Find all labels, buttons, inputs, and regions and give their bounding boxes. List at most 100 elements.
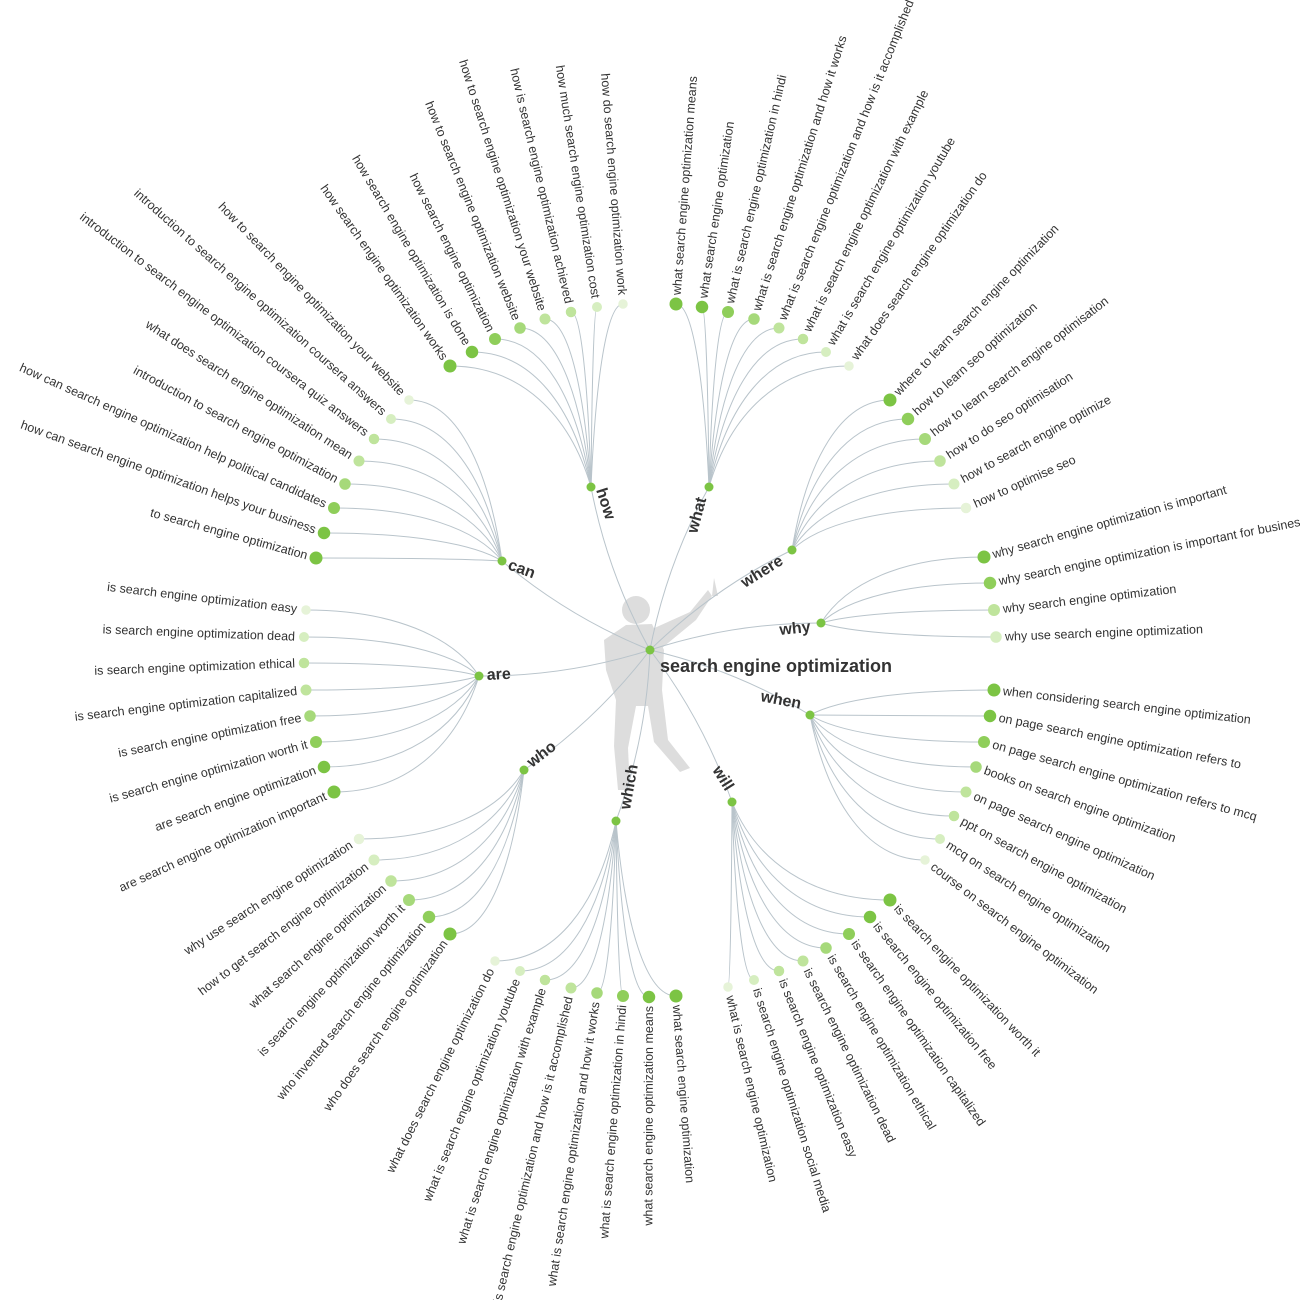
leaf-label[interactable]: why search engine optimization is import… <box>996 514 1300 589</box>
leaf-dot[interactable] <box>539 313 551 325</box>
leaf-dot[interactable] <box>515 966 525 976</box>
leaf-dot[interactable] <box>797 955 809 967</box>
leaf-dot[interactable] <box>465 345 479 359</box>
leaf-label[interactable]: is search engine optimization easy <box>106 580 298 616</box>
leaf-label[interactable]: what is search engine optimization in hi… <box>597 1004 629 1240</box>
leaf-dot[interactable] <box>990 631 1002 643</box>
leaf-dot[interactable] <box>820 942 832 954</box>
leaf-dot[interactable] <box>960 786 972 798</box>
leaf-dot[interactable] <box>749 975 759 985</box>
leaf-dot[interactable] <box>317 526 331 540</box>
leaf-label[interactable]: what search engine optimization means <box>641 1006 656 1227</box>
leaf-dot[interactable] <box>748 313 760 325</box>
leaf-dot[interactable] <box>844 361 854 371</box>
leaf-dot[interactable] <box>317 760 331 774</box>
leaf-dot[interactable] <box>934 455 946 467</box>
leaf-dot[interactable] <box>863 910 877 924</box>
leaf-dot[interactable] <box>642 990 656 1004</box>
leaf-label[interactable]: what is search engine optimization in hi… <box>723 73 790 305</box>
leaf-dot[interactable] <box>514 322 526 334</box>
leaf-dot[interactable] <box>901 412 915 426</box>
hub-dot[interactable] <box>704 482 714 492</box>
leaf-label[interactable]: how do search engine optimization work <box>598 73 629 297</box>
leaf-dot[interactable] <box>490 956 500 966</box>
hub-dot[interactable] <box>497 556 507 566</box>
leaf-dot[interactable] <box>797 333 809 345</box>
leaf-dot[interactable] <box>773 965 785 977</box>
leaf-dot[interactable] <box>404 395 414 405</box>
leaf-dot[interactable] <box>983 576 997 590</box>
leaf-dot[interactable] <box>309 551 323 565</box>
leaf-dot[interactable] <box>368 854 380 866</box>
leaf-label[interactable]: how to search engine optimization your w… <box>215 200 407 399</box>
leaf-label[interactable]: what search engine optimization means <box>670 76 700 297</box>
leaf-dot[interactable] <box>422 910 436 924</box>
leaf-dot[interactable] <box>368 433 380 445</box>
leaf-dot[interactable] <box>489 333 501 345</box>
leaf-dot[interactable] <box>821 347 831 357</box>
leaf-dot[interactable] <box>339 478 351 490</box>
leaf-dot[interactable] <box>988 604 1000 616</box>
leaf-dot[interactable] <box>977 550 991 564</box>
leaf-link <box>791 418 909 551</box>
leaf-dot[interactable] <box>843 928 855 940</box>
leaf-dot[interactable] <box>299 632 309 642</box>
leaf-dot[interactable] <box>298 657 310 669</box>
leaf-dot[interactable] <box>883 393 897 407</box>
leaf-dot[interactable] <box>960 502 972 514</box>
leaf-label[interactable]: why search engine optimization <box>1001 582 1177 616</box>
leaf-dot[interactable] <box>935 834 945 844</box>
leaf-dot[interactable] <box>618 299 628 309</box>
leaf-dot[interactable] <box>386 414 396 424</box>
leaf-dot[interactable] <box>669 297 683 311</box>
leaf-dot[interactable] <box>883 893 897 907</box>
hub-dot[interactable] <box>611 816 621 826</box>
hub-dot[interactable] <box>519 765 529 775</box>
root-node[interactable]: search engine optimization <box>645 645 893 677</box>
leaf-label[interactable]: is search engine optimization ethical <box>94 656 295 678</box>
leaf-dot[interactable] <box>327 785 341 799</box>
leaf-dot[interactable] <box>948 478 960 490</box>
leaf-dot[interactable] <box>591 987 603 999</box>
leaf-label[interactable]: what search engine optimization <box>670 1003 697 1183</box>
leaf-dot[interactable] <box>723 982 733 992</box>
leaf-dot[interactable] <box>301 605 311 615</box>
leaf-dot[interactable] <box>353 455 365 467</box>
hub-dot[interactable] <box>586 482 596 492</box>
leaf-link <box>373 438 503 562</box>
leaf-dot[interactable] <box>919 433 931 445</box>
leaf-dot[interactable] <box>539 974 551 986</box>
leaf-dot[interactable] <box>920 855 930 865</box>
leaf-dot[interactable] <box>353 833 365 845</box>
leaf-dot[interactable] <box>328 502 340 514</box>
leaf-dot[interactable] <box>722 306 734 318</box>
leaf-dot[interactable] <box>385 875 397 887</box>
hub-dot[interactable] <box>816 618 826 628</box>
leaf-dot[interactable] <box>300 684 312 696</box>
leaf-dot[interactable] <box>970 761 982 773</box>
leaf-dot[interactable] <box>669 989 683 1003</box>
leaf-dot[interactable] <box>565 306 577 318</box>
leaf-dot[interactable] <box>983 709 997 723</box>
leaf-dot[interactable] <box>443 927 457 941</box>
leaf-dot[interactable] <box>310 736 322 748</box>
hub-dot[interactable] <box>805 710 815 720</box>
leaf-dot[interactable] <box>695 300 709 314</box>
leaf-dot[interactable] <box>773 322 785 334</box>
leaf-label[interactable]: why use search engine optimization <box>1004 622 1203 643</box>
hub-dot[interactable] <box>787 545 797 555</box>
leaf-label[interactable]: is search engine optimization dead <box>102 622 295 643</box>
hub-dot[interactable] <box>727 797 737 807</box>
leaf-dot[interactable] <box>617 990 629 1002</box>
leaf-dot[interactable] <box>403 894 415 906</box>
leaf-dot[interactable] <box>565 982 577 994</box>
leaf-dot[interactable] <box>978 736 990 748</box>
leaf-dot[interactable] <box>592 302 602 312</box>
hub-dot[interactable] <box>474 671 484 681</box>
leaf-dot[interactable] <box>443 359 457 373</box>
leaf-dot[interactable] <box>948 810 960 822</box>
leaf-dot[interactable] <box>304 710 316 722</box>
leaf-dot[interactable] <box>987 683 1001 697</box>
hub-label: what <box>684 495 710 536</box>
root-dot[interactable] <box>645 645 655 655</box>
